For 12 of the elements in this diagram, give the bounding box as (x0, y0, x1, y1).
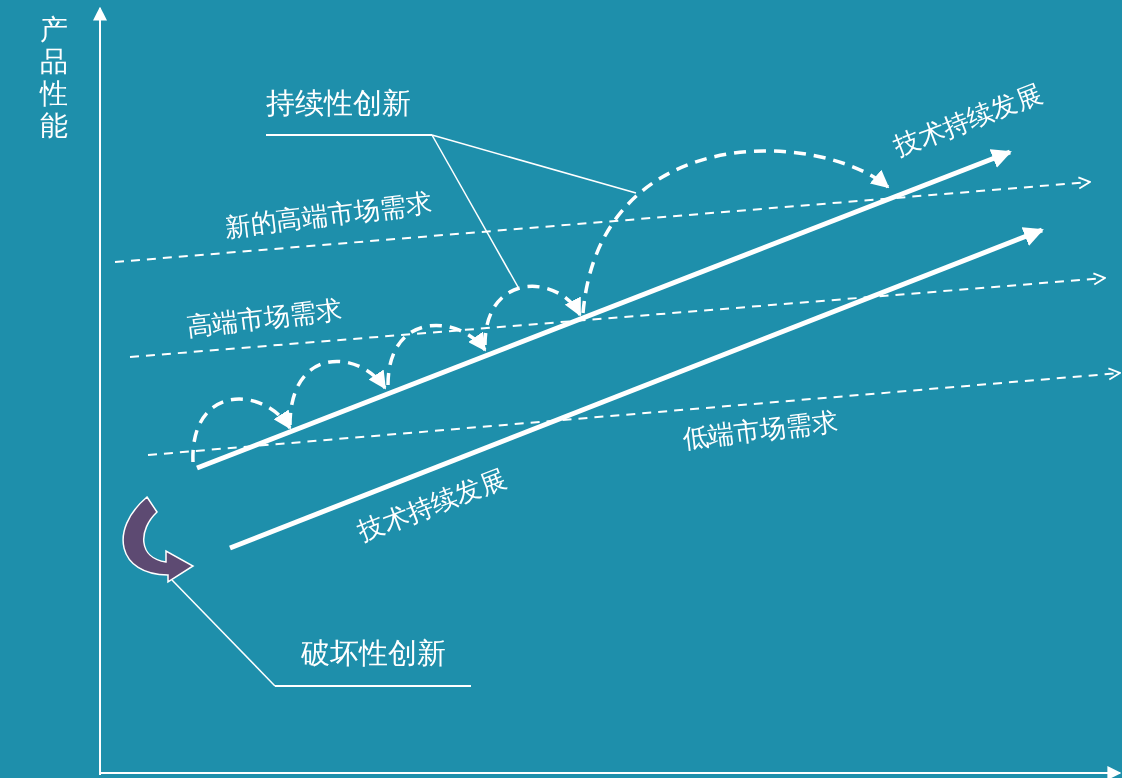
line-label: 高端市场需求 (184, 293, 344, 343)
axis-label: 产品性能 (40, 14, 69, 142)
line-label: 技术持续发展 (353, 463, 511, 547)
leader-line (171, 579, 276, 687)
leader-line (431, 134, 637, 194)
line-label: 新的高端市场需求 (222, 187, 434, 243)
line-label: 技术持续发展 (889, 78, 1047, 162)
line-label: 低端市场需求 (680, 405, 840, 455)
callout-label: 持续性创新 (266, 86, 432, 136)
callout-label: 破坏性创新 (275, 636, 471, 687)
curved-arrow (122, 496, 194, 583)
leader-line (431, 134, 519, 288)
